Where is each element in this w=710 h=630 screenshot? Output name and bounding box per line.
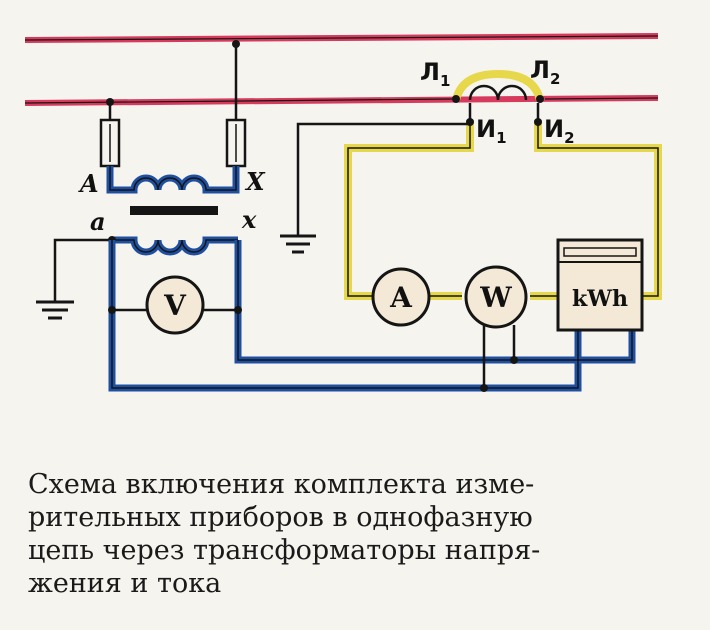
ground-right <box>280 122 470 254</box>
energy-meter-label: kWh <box>572 286 628 312</box>
ct-winding <box>468 84 528 101</box>
label-I2: И2 <box>544 115 575 147</box>
label-X: X <box>244 167 266 196</box>
power-lines <box>24 33 659 106</box>
label-I1: И1 <box>476 115 507 147</box>
voltage-transformer: A X a x <box>78 40 266 256</box>
wattmeter: W <box>464 265 528 329</box>
figure-caption: Схема включения комплекта изме- рительны… <box>28 468 688 600</box>
caption-line-3: цепь через трансформаторы напря- <box>28 535 541 566</box>
current-transformer: Л1 Л2 И1 И2 <box>420 56 575 147</box>
energy-meter: kWh <box>556 238 644 332</box>
voltmeter: V <box>145 275 205 335</box>
voltage-circuit <box>108 240 636 392</box>
label-x: x <box>241 205 257 234</box>
ammeter: A <box>371 267 431 327</box>
wattmeter-label: W <box>479 281 512 314</box>
ammeter-label: A <box>389 281 413 314</box>
label-L2: Л2 <box>530 56 560 88</box>
label-A: A <box>78 169 99 198</box>
voltmeter-label: V <box>163 289 187 322</box>
caption-line-1: Схема включения комплекта изме- <box>28 469 535 500</box>
label-a: a <box>90 207 106 236</box>
label-L1: Л1 <box>420 58 450 90</box>
ground-left <box>36 236 116 320</box>
circuit-diagram: A X a x Л1 Л2 И1 И2 <box>24 33 662 392</box>
current-circuit <box>344 103 662 300</box>
energy-meter-display <box>563 247 637 257</box>
caption-line-2: рительных приборов в однофазную <box>28 502 533 533</box>
transformer-core <box>130 206 218 215</box>
caption-line-4: жения и тока <box>28 568 222 599</box>
